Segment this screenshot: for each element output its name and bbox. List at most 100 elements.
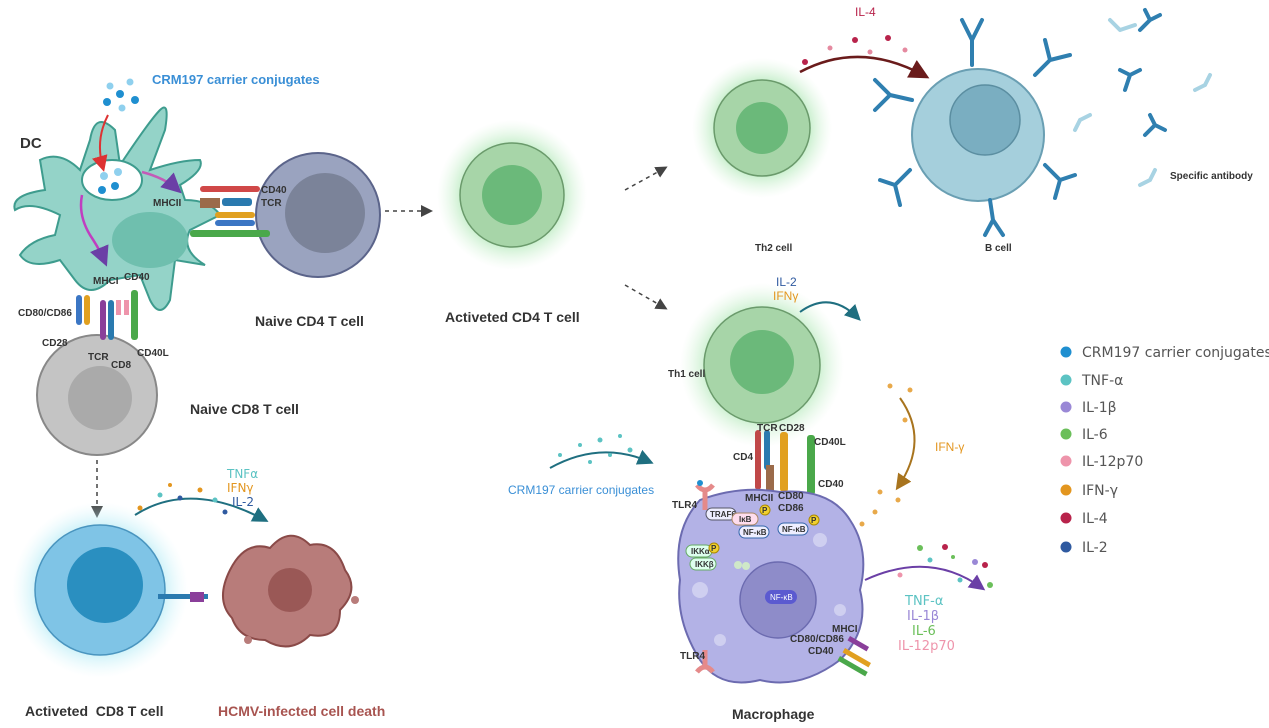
legend-label: IL-1β bbox=[1082, 400, 1117, 416]
cd8-cytokine-arrow bbox=[134, 497, 269, 522]
phospho-p: P bbox=[711, 544, 717, 553]
legend-swatch bbox=[1060, 484, 1072, 496]
th1-cell bbox=[680, 283, 844, 447]
naive-cd8-label: Naive CD8 T cell bbox=[190, 401, 299, 417]
dc-cd4-receptors bbox=[190, 186, 270, 237]
crm197-particles bbox=[103, 78, 139, 112]
th1-ifng-label: IFNγ bbox=[773, 289, 798, 303]
mac-cd80-label: CD80 bbox=[778, 491, 804, 502]
cd28-label: CD28 bbox=[42, 338, 68, 349]
macrophage-label: Macrophage bbox=[732, 706, 815, 722]
th1-cytokine-arrow bbox=[799, 301, 861, 321]
cd8-cytokine-particles bbox=[137, 483, 228, 515]
dendritic-cell bbox=[13, 106, 222, 311]
activated-cd4-label: Activeted CD4 T cell bbox=[445, 309, 580, 325]
mac-lower-receptors bbox=[837, 636, 871, 677]
crm197-particles-macrophage bbox=[558, 434, 633, 464]
naive-cd8-t-cell bbox=[36, 290, 158, 456]
macrophage-cell bbox=[677, 488, 865, 684]
b-cell-label: B cell bbox=[985, 243, 1012, 254]
cd40l-label: CD40L bbox=[137, 348, 169, 359]
mac-cd86-label: CD86 bbox=[778, 503, 804, 514]
legend-label: IL-6 bbox=[1082, 427, 1108, 443]
mhci-label: MHCI bbox=[93, 276, 119, 287]
legend-swatch bbox=[1060, 401, 1072, 413]
ikka-label: IKKα bbox=[691, 547, 710, 556]
th1-cd40-label: CD40 bbox=[818, 479, 844, 490]
legend-label: IL-4 bbox=[1082, 511, 1108, 527]
legend-swatch bbox=[1060, 428, 1072, 440]
cd8-cytokine-il2: IL-2 bbox=[232, 495, 254, 509]
naive-cd4-label: Naive CD4 T cell bbox=[255, 313, 364, 329]
mac-cd40-label: CD40 bbox=[808, 646, 834, 657]
crm197-macrophage-label: CRM197 carrier conjugates bbox=[508, 483, 654, 497]
arrow-to-th2 bbox=[624, 166, 668, 191]
mac-mhci-label: MHCI bbox=[832, 624, 858, 635]
activated-cd8-t-cell bbox=[12, 502, 208, 678]
th2-cell bbox=[692, 58, 832, 198]
b-cell bbox=[911, 68, 1045, 202]
macrophage-cytokine-arrow bbox=[864, 565, 986, 591]
tlr4-lower-label: TLR4 bbox=[680, 651, 705, 662]
th1-cd28-label: CD28 bbox=[779, 423, 805, 434]
dc-label: DC bbox=[20, 135, 42, 152]
mac-mhcii-label: MHCII bbox=[745, 493, 774, 504]
legend-label: CRM197 carrier conjugates bbox=[1082, 345, 1269, 361]
il4-label: IL-4 bbox=[855, 5, 876, 19]
hcmv-death-label: HCMV-infected cell death bbox=[218, 703, 385, 719]
macrophage-cytokine-labels: TNF-α IL-1β IL-6 IL-12p70 bbox=[898, 594, 955, 654]
th2-label: Th2 cell bbox=[755, 243, 792, 254]
ikb-label: IκB bbox=[739, 515, 752, 524]
th1-cd4-label: CD4 bbox=[733, 452, 753, 463]
th1-cd40l-label: CD40L bbox=[814, 437, 846, 448]
cd40-label: CD40 bbox=[261, 185, 287, 196]
phospho-p-3: P bbox=[811, 516, 817, 525]
th1-il2-label: IL-2 bbox=[776, 275, 797, 289]
legend-label: IL-2 bbox=[1082, 540, 1108, 556]
naive-cd4-t-cell bbox=[255, 152, 381, 278]
legend-label: IL-12p70 bbox=[1082, 454, 1143, 470]
crm197-arrow-macrophage bbox=[549, 449, 654, 469]
tcr-cd8-label: TCR bbox=[88, 352, 109, 363]
nfkb-label-2: NF-κB bbox=[782, 525, 806, 534]
cytokine-il12p70: IL-12p70 bbox=[898, 639, 955, 654]
ikkb-label: IKKβ bbox=[695, 560, 714, 569]
specific-antibody-label: Specific antibody bbox=[1170, 171, 1253, 182]
cytokine-il6: IL-6 bbox=[912, 624, 936, 639]
tlr4-receptor bbox=[695, 480, 715, 510]
tlr4-receptor-lower bbox=[695, 650, 715, 674]
activated-cd8-label: Activeted CD8 T cell bbox=[25, 703, 164, 719]
antibodies bbox=[873, 8, 1167, 237]
il4-particles bbox=[802, 35, 908, 65]
arrow-to-th1 bbox=[624, 284, 668, 310]
traf6-label: TRAF6 bbox=[710, 510, 736, 519]
tlr4-label: TLR4 bbox=[672, 500, 697, 511]
ifn-gamma-label: IFN-γ bbox=[935, 440, 964, 454]
il4-arrow bbox=[799, 55, 930, 79]
crm197-label: CRM197 carrier conjugates bbox=[152, 72, 320, 87]
mhcii-label: MHCII bbox=[153, 198, 182, 209]
legend-swatch bbox=[1060, 512, 1072, 524]
cd80-cd86-label: CD80/CD86 bbox=[18, 308, 72, 319]
legend-swatch bbox=[1060, 346, 1072, 358]
legend-swatch bbox=[1060, 455, 1072, 467]
ifn-gamma-arrow bbox=[895, 397, 916, 491]
legend-label: IFN-γ bbox=[1082, 483, 1118, 499]
nfkb-label: NF-κB bbox=[743, 528, 767, 537]
phospho-p-2: P bbox=[762, 506, 768, 515]
nfkb-pathway: TRAF6 IKKα IKKβ P IκB P NF-κB NF-κB P NF… bbox=[685, 504, 820, 604]
cd40-dc-label: CD40 bbox=[124, 272, 150, 283]
ifng-particles bbox=[859, 383, 913, 527]
th1-label: Th1 cell bbox=[668, 369, 705, 380]
activated-cd4-t-cell bbox=[437, 120, 587, 270]
legend-swatch bbox=[1060, 541, 1072, 553]
cd8-cytokine-tnfa: TNFα bbox=[226, 467, 258, 481]
nfkb-nucleus-label: NF-κB bbox=[770, 593, 793, 602]
cd8-label: CD8 bbox=[111, 360, 131, 371]
cd8-cytokine-labels: TNFα IFNγ IL-2 bbox=[226, 467, 258, 509]
hcmv-infected-cell bbox=[222, 534, 359, 648]
antibodies-faded bbox=[1073, 18, 1212, 187]
mac-cd80-cd86-label: CD80/CD86 bbox=[790, 634, 844, 645]
tcr-label: TCR bbox=[261, 198, 282, 209]
